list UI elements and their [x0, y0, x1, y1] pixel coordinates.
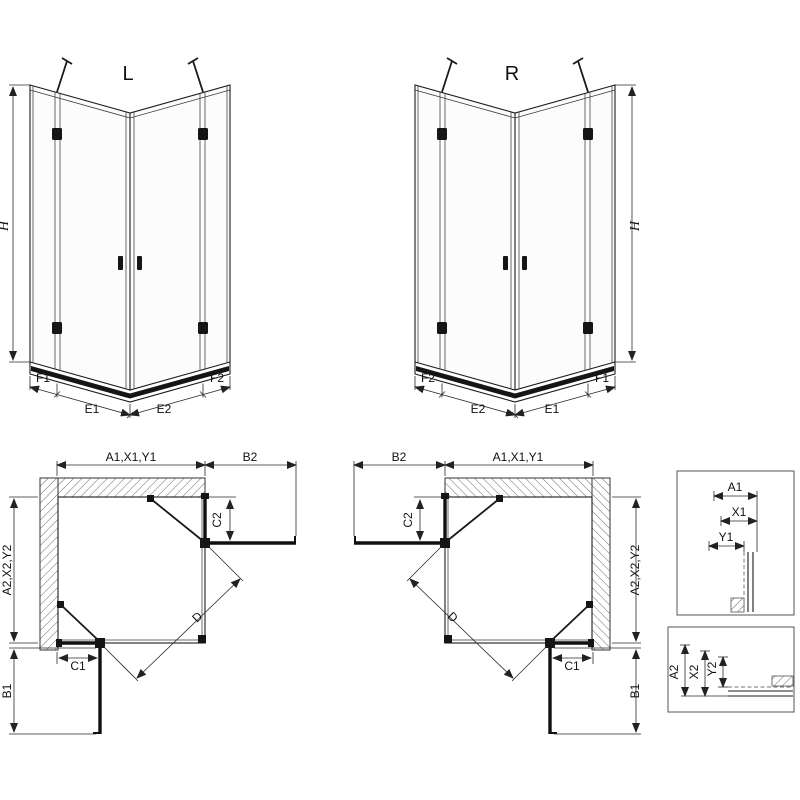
- dim-label-b2-left: B2: [243, 450, 258, 464]
- dim-label-b2-right: B2: [392, 450, 407, 464]
- front-view-left-linework: [9, 58, 230, 418]
- dim-label-a1x1y1-right: A1,X1,Y1: [493, 450, 544, 464]
- dim-label-e2: E2: [157, 402, 172, 416]
- dim-label-b1-right: B1: [628, 683, 642, 698]
- dim-label-h-right: H: [628, 220, 643, 232]
- plan-view-left: A1,X1,Y1 B2 C2 A2,X2,Y2 B1 C1 D: [0, 450, 296, 734]
- detail-dim-y1: Y1: [719, 530, 734, 544]
- dim-label-d-right: D: [445, 609, 461, 625]
- dim-label-f1: F1: [36, 371, 50, 385]
- dim-label-a2x2y2-right: A2,X2,Y2: [628, 544, 642, 595]
- detail-dim-a1: A1: [728, 480, 743, 494]
- dim-label-a2x2y2-left: A2,X2,Y2: [0, 544, 14, 595]
- front-view-right-linework: [415, 58, 636, 418]
- dim-label-h-left: H: [0, 220, 12, 232]
- plan-view-left-linework: [9, 461, 296, 734]
- dim-label-f2: F2: [210, 371, 224, 385]
- dim-label-b1-left: B1: [0, 683, 14, 698]
- dim-label-a1x1y1-left: A1,X1,Y1: [106, 450, 157, 464]
- dim-label-f2-right: F2: [421, 371, 435, 385]
- dim-label-e1: E1: [85, 402, 100, 416]
- dim-label-c2-left: C2: [210, 512, 224, 528]
- front-view-right: R H F2 E2 E1 F1: [415, 58, 643, 418]
- view-title-left: L: [122, 63, 133, 85]
- plan-view-right-linework: [354, 461, 641, 734]
- dim-label-c1-left: C1: [70, 659, 86, 673]
- detail-dim-x2: X2: [687, 664, 701, 679]
- dim-label-c1-right: C1: [564, 659, 580, 673]
- detail-wall-profile-bottom: A2 X2 Y2: [667, 626, 795, 713]
- detail-dim-x1: X1: [732, 505, 747, 519]
- detail-wall-profile-top: A1 X1 Y1: [676, 470, 795, 616]
- detail-dim-y2: Y2: [705, 661, 719, 676]
- view-title-right: R: [505, 63, 519, 85]
- plan-view-right: B2 A1,X1,Y1 C2 A2,X2,Y2 B1 C1 D: [354, 450, 642, 734]
- dim-label-e2-right: E2: [471, 402, 486, 416]
- dim-label-e1-right: E1: [545, 402, 560, 416]
- front-view-left: L H F1 E1 E2 F2: [0, 58, 230, 418]
- dim-label-d-left: D: [189, 609, 205, 625]
- dim-label-f1-right: F1: [595, 371, 609, 385]
- detail-dim-a2: A2: [667, 664, 681, 679]
- dim-label-c2-right: C2: [401, 512, 415, 528]
